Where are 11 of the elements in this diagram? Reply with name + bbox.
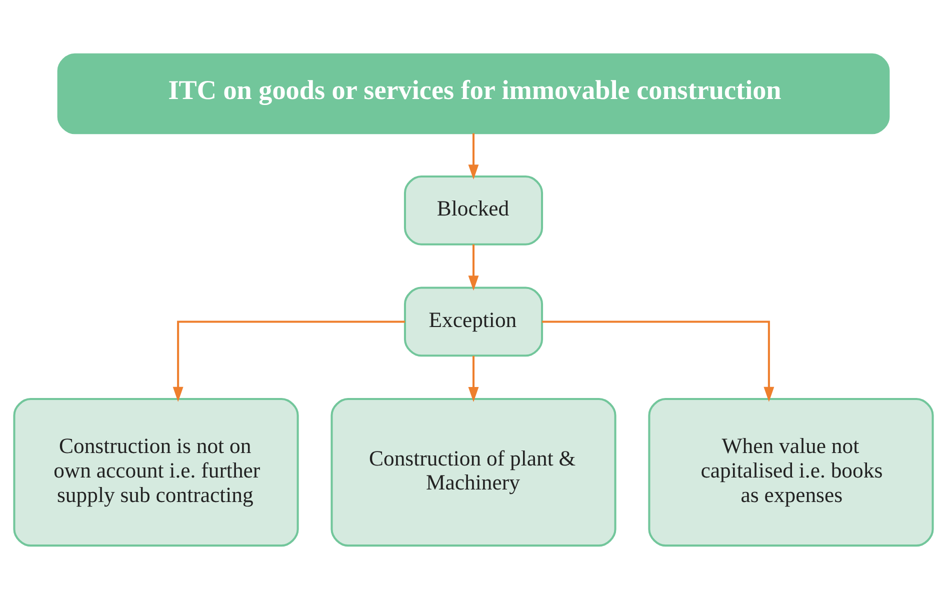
arrow [468, 132, 479, 180]
node-box: Construction of plant & Machinery [330, 398, 616, 546]
arrow [542, 320, 774, 402]
node-box: ITC on goods or services for immovable construction [57, 52, 890, 134]
node-box: When value not capitalised i.e. books as expenses [648, 398, 934, 546]
node-box: Blocked [404, 175, 544, 245]
node-box: Construction is not on own account i.e. further supply sub contracting [13, 398, 299, 546]
arrow [172, 320, 405, 402]
node-box: Exception [404, 286, 544, 356]
arrow [468, 355, 479, 402]
arrow [468, 244, 479, 290]
